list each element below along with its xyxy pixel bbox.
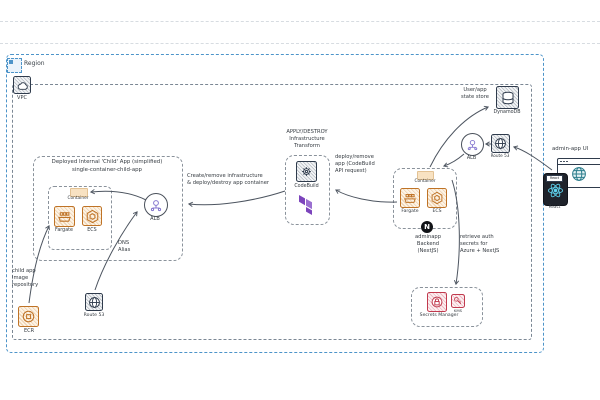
state-store-note: User/app state store bbox=[461, 87, 489, 100]
react-atom-icon bbox=[547, 182, 564, 203]
ecs-icon bbox=[82, 206, 102, 226]
fargate-label: Fargate bbox=[55, 228, 73, 233]
admin-fargate-label: Fargate bbox=[401, 209, 419, 214]
kms-label: KMS bbox=[453, 308, 463, 313]
retrieve-secrets-note: retrieve auth secrets for Azure + NextJS bbox=[460, 234, 500, 254]
codebuild-box bbox=[285, 155, 330, 225]
secrets-manager-icon bbox=[427, 292, 447, 312]
ecs-label: ECS bbox=[87, 228, 97, 233]
admin-backend-note: adminapp Backend (NextJS) bbox=[414, 234, 442, 254]
deploy-remove-note: deploy/remove app (CodeBuild API request… bbox=[335, 154, 375, 174]
alb-left-icon bbox=[144, 193, 168, 217]
globe-icon bbox=[571, 166, 587, 186]
admin-fargate-icon bbox=[400, 188, 420, 208]
codebuild-label: CodeBuild bbox=[294, 184, 319, 189]
region-icon bbox=[7, 58, 22, 73]
secrets-manager-label: Secrets Manager bbox=[419, 313, 459, 318]
react-tag: React bbox=[546, 175, 563, 182]
child-container-label: Container bbox=[67, 196, 89, 201]
admin-container-label: Container bbox=[414, 179, 436, 184]
route53-left-icon bbox=[85, 293, 103, 311]
react-label: React bbox=[548, 204, 561, 209]
child-app-title-1: Deployed Internal 'Child' App (simplifie… bbox=[51, 159, 163, 165]
region-label: Region bbox=[24, 60, 45, 67]
route53-right-label: Route 53 bbox=[490, 153, 510, 158]
admin-ecs-label: ECS bbox=[432, 209, 442, 214]
admin-container-tag bbox=[417, 171, 434, 180]
child-app-title-2: single-container-child-app bbox=[72, 167, 142, 173]
secrets-box bbox=[411, 287, 483, 327]
alb-right-label: ALB bbox=[466, 156, 477, 161]
fargate-icon bbox=[54, 206, 75, 227]
dns-alias-note: DNS Alias bbox=[118, 240, 131, 253]
dynamodb-label: DynamoDB bbox=[493, 110, 521, 115]
vpc-icon bbox=[13, 76, 31, 94]
admin-app-ui-label: admin-app UI bbox=[552, 146, 589, 152]
kms-icon bbox=[451, 294, 465, 308]
faint-boundary-second bbox=[0, 43, 600, 44]
codebuild-icon bbox=[296, 161, 317, 182]
dynamodb-icon bbox=[496, 86, 519, 109]
vpc-label: VPC bbox=[17, 95, 27, 101]
ecr-icon bbox=[18, 306, 39, 327]
admin-ecs-icon bbox=[427, 188, 447, 208]
nextjs-icon: N bbox=[421, 221, 433, 233]
terraform-icon bbox=[298, 194, 316, 216]
transform-note: APPLY/DESTROY Infrastructure Transform bbox=[286, 129, 328, 149]
child-repo-note: child app image repository bbox=[12, 268, 39, 288]
vpc-boundary bbox=[12, 84, 532, 340]
faint-boundary-top bbox=[0, 21, 600, 22]
create-remove-note: Create/remove infrastructure & deploy/de… bbox=[187, 173, 270, 186]
alb-left-label: ALB bbox=[150, 216, 160, 222]
child-container-tag bbox=[70, 188, 88, 197]
route53-right-icon bbox=[491, 134, 510, 153]
browser-toolbar bbox=[558, 159, 600, 165]
route53-left-label: Route 53 bbox=[83, 313, 105, 318]
alb-right-icon bbox=[461, 133, 484, 156]
ecr-label: ECR bbox=[23, 328, 35, 334]
